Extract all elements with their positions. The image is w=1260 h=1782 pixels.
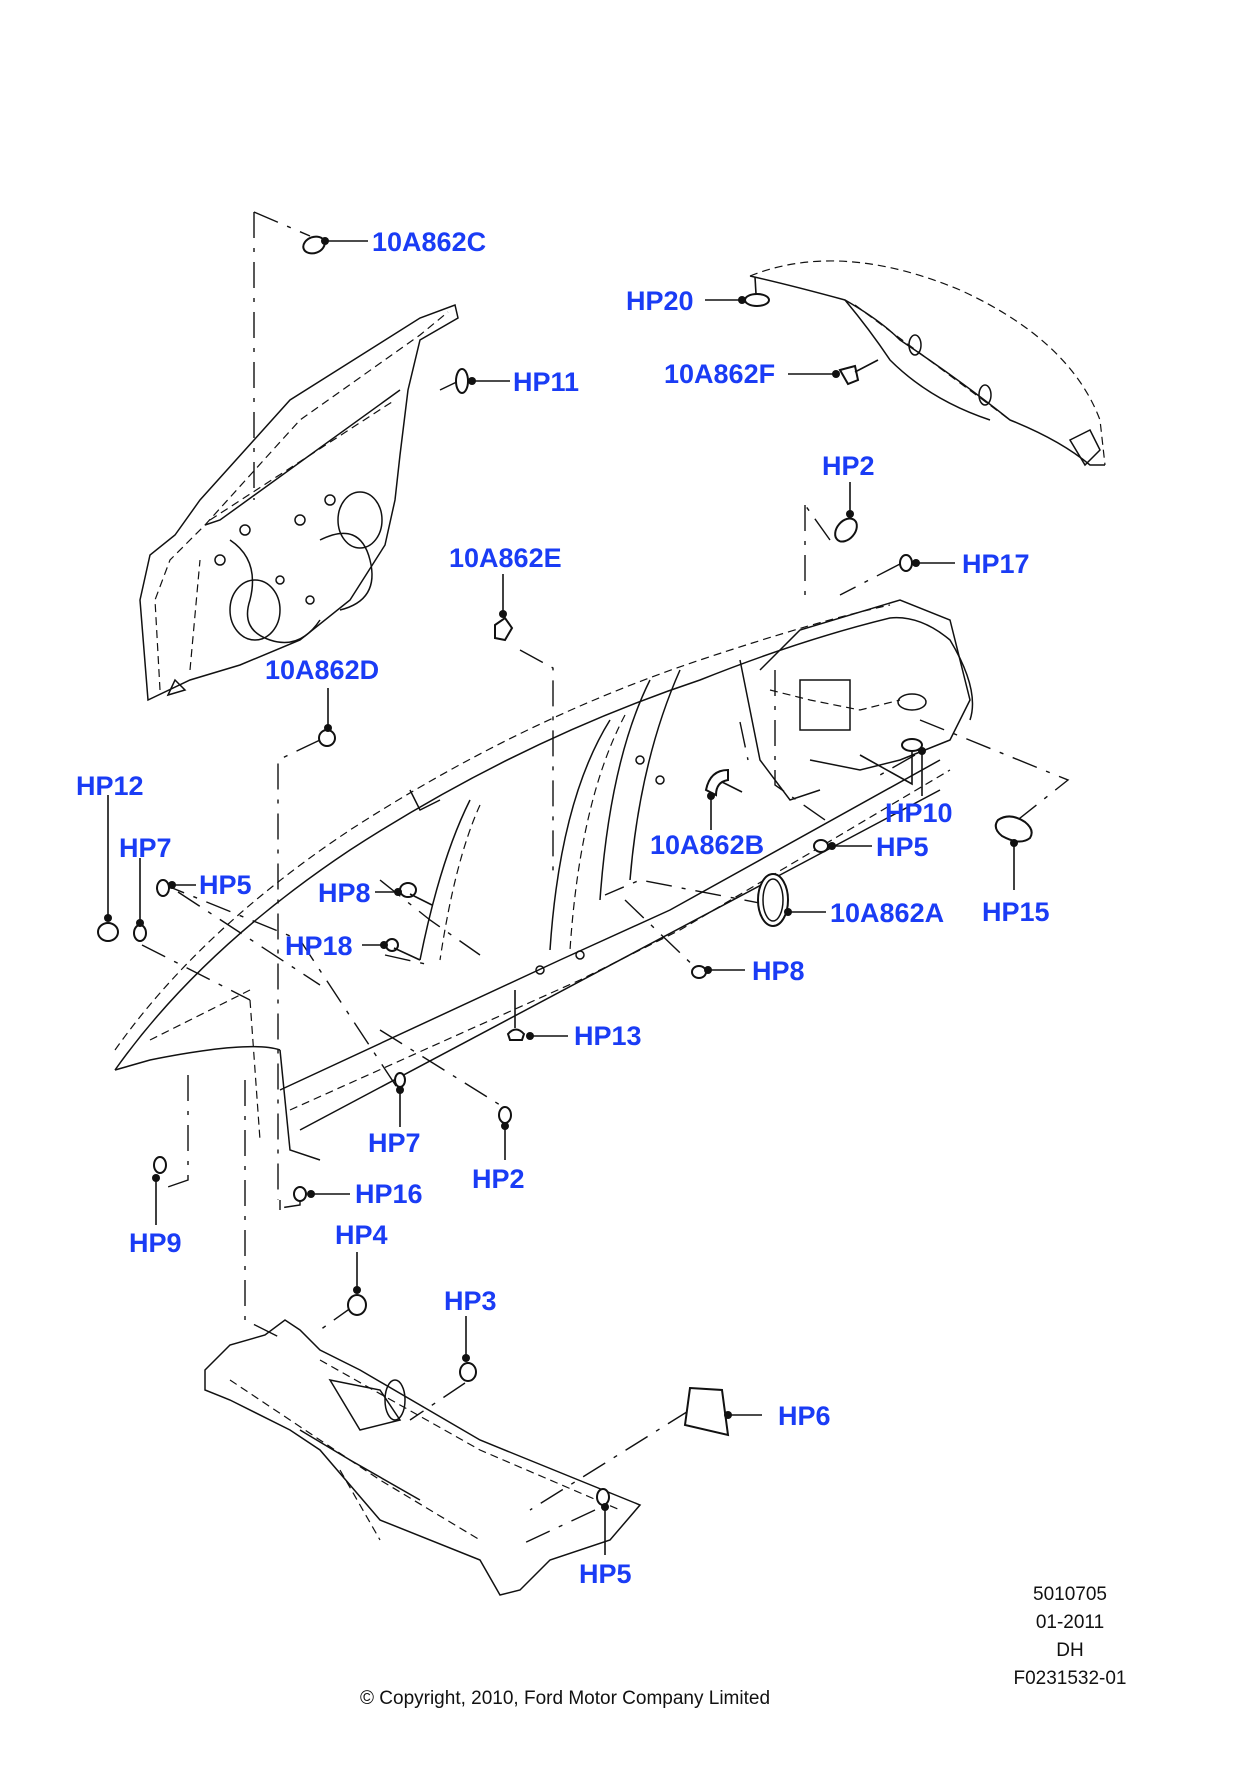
callout-hp5-left[interactable]: HP5 xyxy=(199,870,252,900)
plug-hp8-left xyxy=(399,882,417,898)
plug-hp13 xyxy=(506,1028,526,1041)
plug-10a862f xyxy=(838,364,860,386)
plug-10a862e xyxy=(494,616,514,642)
callout-hp17[interactable]: HP17 xyxy=(962,549,1030,579)
plug-hp8-right xyxy=(691,965,707,979)
plug-hp20 xyxy=(744,293,770,307)
callout-10a862d[interactable]: 10A862D xyxy=(265,655,380,685)
callout-hp5-bottom[interactable]: HP5 xyxy=(579,1559,632,1589)
callout-10a862e[interactable]: 10A862E xyxy=(449,543,562,573)
front-door-panel xyxy=(139,303,459,702)
callout-hp4[interactable]: HP4 xyxy=(335,1220,388,1250)
callout-hp10[interactable]: HP10 xyxy=(885,798,953,828)
info-line-3: DH xyxy=(1056,1640,1084,1661)
plug-parts xyxy=(97,235,1033,1555)
callout-hp5-mid[interactable]: HP5 xyxy=(876,832,929,862)
plug-10a862d xyxy=(318,729,336,747)
callout-hp13[interactable]: HP13 xyxy=(574,1021,642,1051)
plug-hp2-top xyxy=(834,517,858,543)
plug-hp11 xyxy=(455,368,469,394)
plug-hp5-mid xyxy=(813,839,829,853)
callout-10a862b[interactable]: 10A862B xyxy=(650,830,765,860)
callout-hp7-bottom[interactable]: HP7 xyxy=(368,1128,421,1158)
plug-10a862c xyxy=(302,235,326,255)
plug-hp9 xyxy=(153,1156,167,1174)
callout-hp15[interactable]: HP15 xyxy=(982,897,1050,927)
callout-hp7-left[interactable]: HP7 xyxy=(119,833,172,863)
body-side-structure xyxy=(114,599,974,1161)
plug-hp5-left xyxy=(156,879,170,897)
plug-hp5-bottom xyxy=(596,1488,610,1506)
floor-pan xyxy=(204,1319,642,1596)
callout-10a862c[interactable]: 10A862C xyxy=(372,227,487,257)
plug-hp15 xyxy=(994,815,1033,843)
callout-hp12[interactable]: HP12 xyxy=(76,771,144,801)
callout-hp9[interactable]: HP9 xyxy=(129,1228,182,1258)
info-line-2: 01-2011 xyxy=(1035,1612,1105,1633)
plug-hp12 xyxy=(97,922,119,942)
plug-hp17 xyxy=(899,554,913,572)
callout-10a862f[interactable]: 10A862F xyxy=(664,359,776,389)
callout-hp20[interactable]: HP20 xyxy=(626,286,694,316)
plug-hp2-bottom xyxy=(498,1106,512,1124)
callout-hp8-right[interactable]: HP8 xyxy=(752,956,805,986)
callout-10a862a[interactable]: 10A862A xyxy=(830,898,945,928)
plug-hp7-bottom xyxy=(394,1072,406,1088)
callout-hp18[interactable]: HP18 xyxy=(285,931,353,961)
info-line-1: 5010705 xyxy=(1033,1584,1107,1605)
callout-hp8-left[interactable]: HP8 xyxy=(318,878,371,908)
plug-hp10 xyxy=(901,738,923,752)
info-line-4: F0231532-01 xyxy=(1013,1668,1127,1689)
callout-hp16[interactable]: HP16 xyxy=(355,1179,423,1209)
callout-hp6[interactable]: HP6 xyxy=(778,1401,831,1431)
copyright-notice: © Copyright, 2010, Ford Motor Company Li… xyxy=(360,1688,771,1709)
trunk-lid xyxy=(749,260,1106,467)
callout-hp2-bottom[interactable]: HP2 xyxy=(472,1164,525,1194)
alignment-lines xyxy=(141,211,1070,1546)
info-block: 5010705 01-2011 DH F0231532-01 xyxy=(1000,1585,1140,1688)
plug-hp6 xyxy=(683,1386,730,1437)
callout-hp2-top[interactable]: HP2 xyxy=(822,451,875,481)
plug-10a862b xyxy=(704,768,729,797)
plug-hp7-left xyxy=(133,924,147,942)
callout-hp11[interactable]: HP11 xyxy=(513,367,580,397)
plug-hp4 xyxy=(347,1294,367,1316)
plug-hp3 xyxy=(459,1362,477,1382)
callout-hp3[interactable]: HP3 xyxy=(444,1286,497,1316)
plug-hp16 xyxy=(293,1186,307,1202)
